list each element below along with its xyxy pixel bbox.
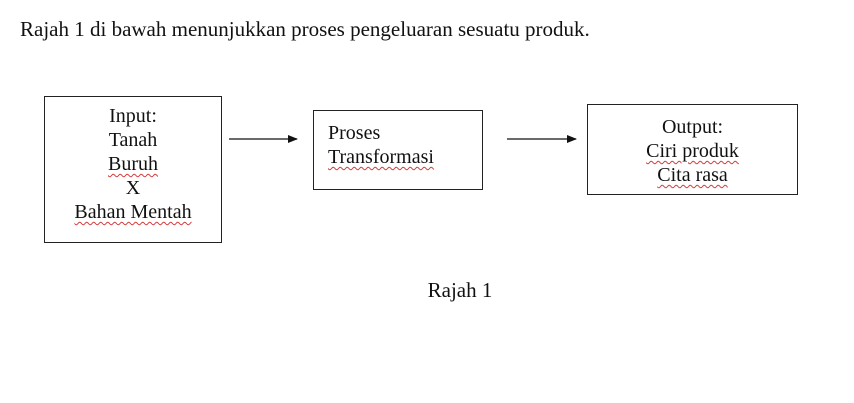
output-heading: Output: (661, 116, 724, 138)
figure-caption: Rajah 1 (427, 278, 493, 302)
input-item-buruh: Buruh (108, 153, 158, 175)
input-item-x: X (125, 177, 141, 199)
output-item-cita-rasa: Cita rasa (657, 164, 728, 186)
output-box: Output: Ciri produk Cita rasa (587, 104, 798, 195)
process-box: Proses Transformasi (313, 110, 483, 190)
output-item-ciri-produk: Ciri produk (646, 140, 739, 162)
input-box: Input: Tanah Buruh X Bahan Mentah (44, 96, 222, 243)
process-label-proses: Proses (328, 122, 381, 144)
intro-text: Rajah 1 di bawah menunjukkan proses peng… (20, 17, 590, 41)
input-item-bahan-mentah: Bahan Mentah (74, 201, 192, 223)
input-item-tanah: Tanah (108, 129, 158, 151)
process-label-transformasi: Transformasi (328, 146, 434, 168)
input-heading: Input: (109, 105, 157, 127)
